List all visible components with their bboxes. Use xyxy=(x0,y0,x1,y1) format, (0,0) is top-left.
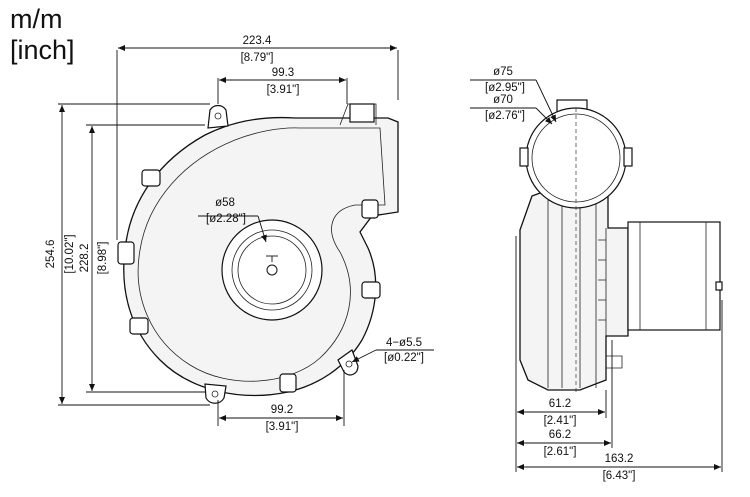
impeller-hub-edge xyxy=(237,235,307,305)
outlet-inner-inch: [ø2.76"] xyxy=(485,110,525,122)
dim-outlet-inner-diameter: ø70 [ø2.76"] xyxy=(470,94,553,125)
inlet-diameter-mm: ø58 xyxy=(215,197,235,209)
dim-depth-overall: 163.2 [6.43"] xyxy=(517,300,723,482)
width-overall-inch: [8.79"] xyxy=(241,52,274,64)
motor-terminal xyxy=(715,281,723,291)
height-body-inch: [8.98"] xyxy=(97,242,109,275)
dim-outlet-outer-diameter: ø75 [ø2.95"] xyxy=(470,66,557,123)
mount-holes-inch: [ø0.22"] xyxy=(384,352,424,364)
mount-hole-bottom-right xyxy=(345,360,353,368)
depth-overall-inch: [6.43"] xyxy=(603,470,636,482)
base-width-inch: [3.91"] xyxy=(266,421,299,433)
dim-height-body: 228.2 [8.98"] xyxy=(79,124,205,393)
side-view xyxy=(519,99,723,392)
height-overall-mm: 254.6 xyxy=(45,240,57,269)
outlet-outer-mm: ø75 xyxy=(493,66,513,78)
base-width-mm: 99.2 xyxy=(271,404,293,416)
motor-shaft xyxy=(266,264,278,276)
side-clip-left xyxy=(519,147,529,167)
rim-boss xyxy=(361,281,381,299)
width-overall-mm: 223.4 xyxy=(243,35,272,47)
dim-depth-flange: 66.2 [2.61"] xyxy=(517,340,613,458)
rim-boss xyxy=(129,317,149,335)
outlet-outer-inch: [ø2.95"] xyxy=(485,82,525,94)
rim-boss xyxy=(361,199,379,219)
height-overall-inch: [10.02"] xyxy=(64,234,76,273)
mount-tab-top xyxy=(207,104,229,129)
front-view xyxy=(117,103,399,404)
housing-inner-contour xyxy=(137,127,386,382)
depth-flange-inch: [2.61"] xyxy=(544,446,577,458)
depth-housing-mm: 61.2 xyxy=(549,398,571,410)
rim-boss xyxy=(117,241,135,265)
side-fins xyxy=(598,239,606,321)
dim-height-overall: 254.6 [10.02"] xyxy=(45,103,210,406)
rim-boss xyxy=(141,169,161,187)
dim-outlet-width: 99.3 [3.91"] xyxy=(217,67,348,104)
outlet-width-inch: [3.91"] xyxy=(267,84,300,96)
mount-tab-bottom-left xyxy=(204,383,227,404)
rim-boss xyxy=(279,373,297,393)
units-imperial: [inch] xyxy=(10,35,75,65)
dim-base-width: 99.2 [3.91"] xyxy=(217,370,345,433)
mount-hole-bottom-left xyxy=(211,390,219,398)
inlet-ring-inner xyxy=(231,229,313,311)
side-connector xyxy=(606,355,623,369)
outlet-inner-mm: ø70 xyxy=(493,94,513,106)
outlet-flange xyxy=(349,103,375,123)
dim-depth-housing: 61.2 [2.41"] xyxy=(515,236,607,472)
units-metric: m/m xyxy=(10,4,63,34)
motor-can xyxy=(627,221,721,331)
dim-width-overall: 223.4 [8.79"] xyxy=(116,35,399,240)
side-clip-right xyxy=(623,147,633,167)
mount-hole-top xyxy=(214,112,222,120)
depth-overall-mm: 163.2 xyxy=(605,453,634,465)
depth-flange-mm: 66.2 xyxy=(549,429,571,441)
units-label: m/m [inch] xyxy=(10,4,75,66)
outlet-width-mm: 99.3 xyxy=(272,67,294,79)
dim-mount-holes: 4−ø5.5 [ø0.22"] xyxy=(351,337,434,364)
height-body-mm: 228.2 xyxy=(79,244,91,273)
depth-housing-inch: [2.41"] xyxy=(544,415,577,427)
dim-inlet-diameter: ø58 [ø2.28"] xyxy=(198,197,267,243)
mount-holes-mm: 4−ø5.5 xyxy=(386,337,422,349)
inlet-diameter-inch: [ø2.28"] xyxy=(206,213,246,225)
